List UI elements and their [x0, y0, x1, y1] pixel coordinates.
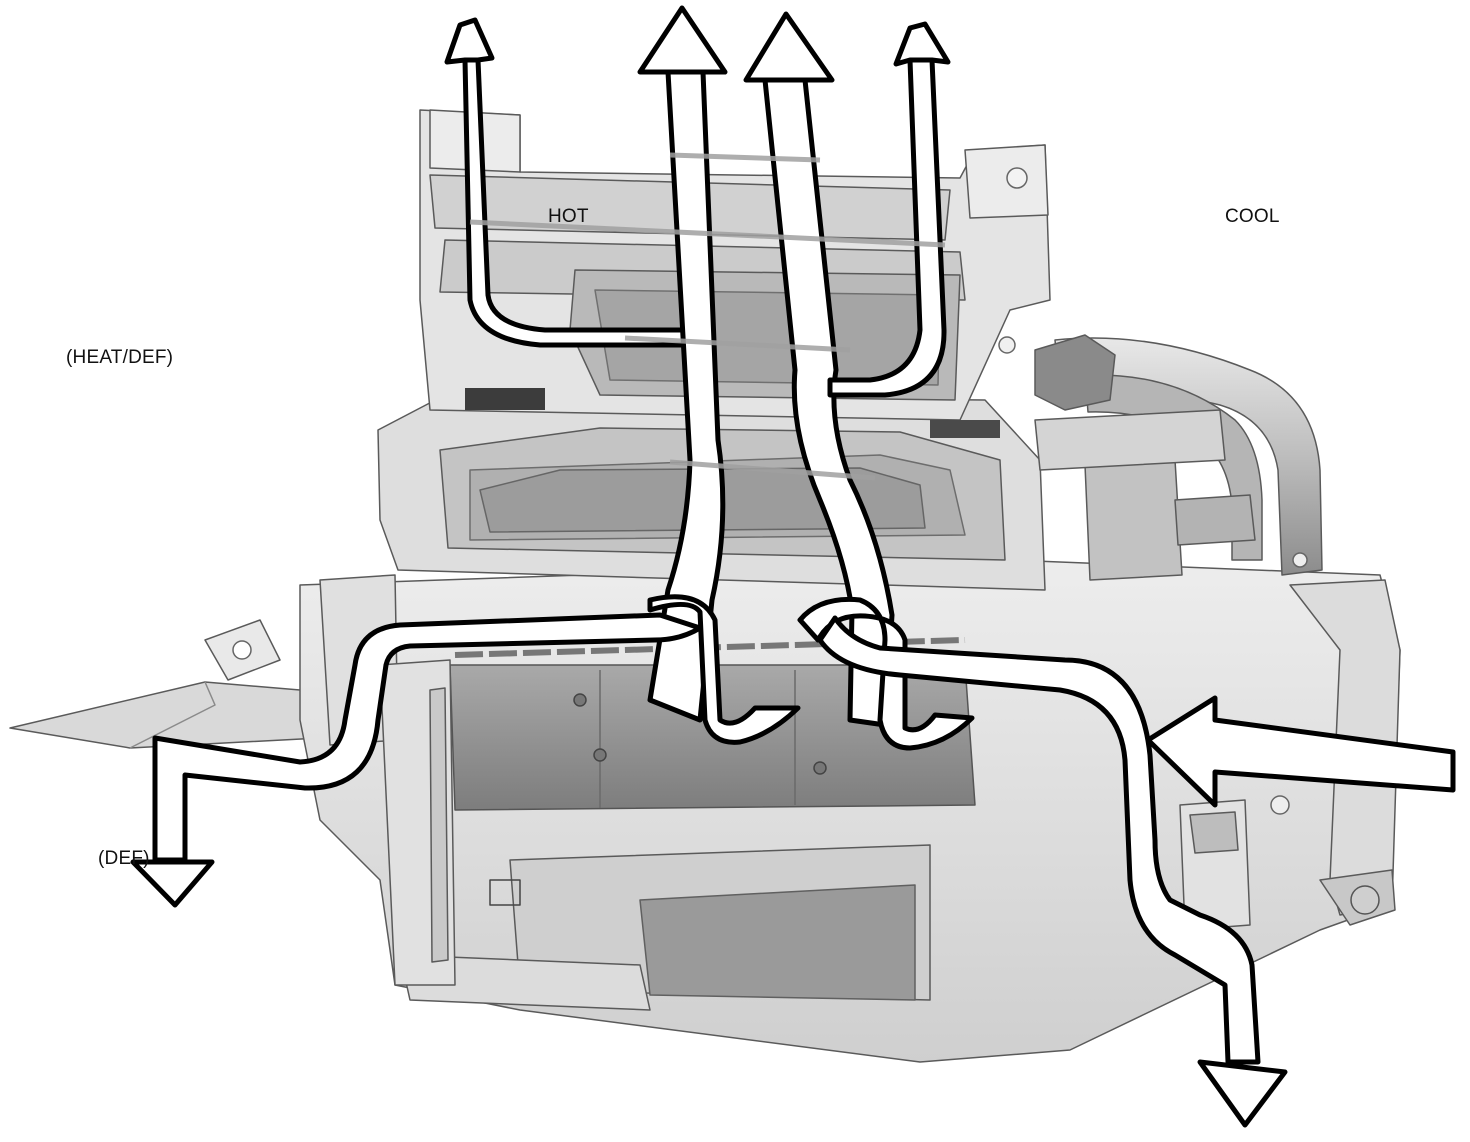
section-lines [469, 152, 946, 481]
airflow-arrow-icon [893, 21, 951, 67]
heat-def-label: (HEAT/DEF) [66, 347, 174, 368]
cool-label: COOL [1225, 206, 1280, 227]
airflow-arrow-icon [647, 594, 801, 745]
airflow-arrow-icon [817, 615, 1261, 1065]
airflow-arrow-icon [637, 5, 728, 75]
hot-label: HOT [548, 206, 589, 227]
airflow-arrow-icon [743, 11, 835, 83]
airflow-arrow-icon [444, 17, 495, 65]
airflow-arrow-icon [827, 57, 947, 398]
airflow-arrow-icon [152, 612, 703, 863]
airflow-arrow-icon [1145, 695, 1456, 808]
airflow-arrow-icon [130, 859, 215, 908]
expansion-valve [1084, 459, 1183, 581]
airflow-arrow-icon [1197, 1059, 1288, 1128]
def-label: (DEF) [98, 848, 150, 869]
